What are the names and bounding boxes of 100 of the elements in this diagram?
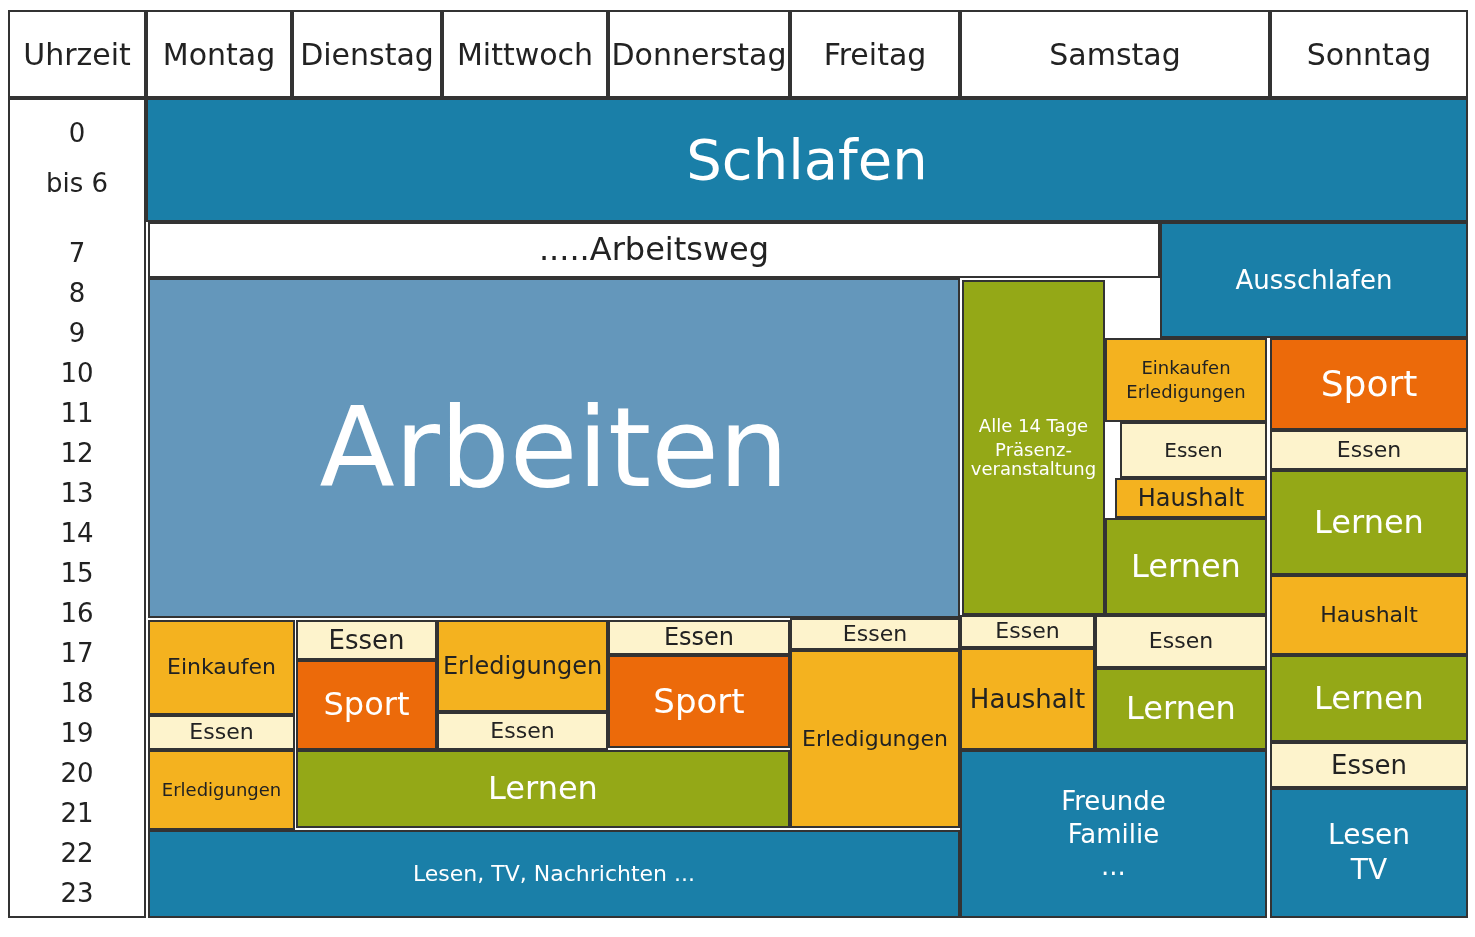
activity-block <box>1270 788 1468 918</box>
hour-label: 0 <box>67 118 87 148</box>
hour-label: 9 <box>67 318 87 348</box>
activity-block <box>1270 575 1468 655</box>
activity-block <box>1095 668 1267 750</box>
activity-label: Freunde <box>1061 787 1166 816</box>
activity-label: Lernen <box>1126 691 1236 727</box>
activity-label: TV <box>1350 855 1388 886</box>
activity-block <box>1115 478 1267 518</box>
activity-label: ... <box>1101 852 1126 881</box>
activity-label: Essen <box>1164 439 1223 461</box>
activity-label: .....Arbeitsweg <box>538 232 770 268</box>
hour-label: 8 <box>67 278 87 308</box>
activity-block <box>437 620 608 712</box>
hour-label: 16 <box>59 598 95 628</box>
activity-label: Lernen <box>1131 548 1241 585</box>
hour-label: 7 <box>67 238 87 268</box>
hour-label: 15 <box>59 558 95 588</box>
activity-block <box>960 648 1095 750</box>
activity-label: Erledigungen <box>161 780 282 800</box>
activity-label: Essen <box>189 720 254 745</box>
activity-block <box>790 650 960 828</box>
column-header: Freitag <box>790 10 960 98</box>
hour-label: 21 <box>59 798 95 828</box>
column-header: Mittwoch <box>442 10 608 98</box>
activity-label: Essen <box>1336 437 1402 463</box>
activity-block <box>790 618 960 650</box>
activity-label: Alle 14 Tage <box>978 415 1089 436</box>
hour-label: 20 <box>59 758 95 788</box>
activity-block <box>148 620 295 715</box>
activity-label: Haushalt <box>969 684 1086 714</box>
activity-label: Essen <box>490 718 555 744</box>
hour-label: 13 <box>59 478 95 508</box>
activity-block <box>148 750 295 830</box>
activity-block <box>148 222 1160 278</box>
hour-label: 12 <box>59 438 95 468</box>
column-header: Uhrzeit <box>8 10 146 98</box>
activity-label: Schlafen <box>686 129 928 191</box>
activity-label: Erledigungen <box>802 726 948 752</box>
hour-label: 10 <box>59 358 95 388</box>
activity-label: Haushalt <box>1320 602 1418 628</box>
activity-label: Essen <box>995 619 1060 644</box>
activity-label: Erledigungen <box>1126 382 1246 402</box>
activity-label: Ausschlafen <box>1235 265 1393 295</box>
activity-block <box>296 750 790 828</box>
activity-label: Lesen <box>1328 820 1410 851</box>
activity-block <box>608 620 790 655</box>
activity-block <box>148 830 960 918</box>
hour-label: 17 <box>59 638 95 668</box>
activity-label: Essen <box>1148 629 1214 654</box>
activity-label: Essen <box>1331 750 1407 780</box>
hour-label: 22 <box>59 838 95 868</box>
activity-label: Lernen <box>1314 504 1424 541</box>
column-header: Dienstag <box>292 10 442 98</box>
activity-label: Sport <box>653 682 745 721</box>
activity-block <box>148 278 960 618</box>
activity-label: Lesen, TV, Nachrichten ... <box>412 861 696 887</box>
activity-label: Familie <box>1067 819 1160 849</box>
hour-label: bis 6 <box>44 168 110 198</box>
activity-label: Lernen <box>1314 680 1424 717</box>
activity-label: Sport <box>1320 364 1418 404</box>
activity-label: Essen <box>328 625 405 655</box>
activity-block <box>296 660 437 750</box>
column-header: Samstag <box>960 10 1270 98</box>
activity-block <box>296 620 437 660</box>
activity-block <box>1270 338 1468 430</box>
hour-label: 19 <box>59 718 95 748</box>
column-header: Montag <box>146 10 292 98</box>
activity-label: Präsenz- veranstaltung <box>969 439 1098 480</box>
hour-label: 23 <box>59 878 95 908</box>
activity-label: Einkaufen <box>1141 358 1231 378</box>
activity-block <box>1270 742 1468 788</box>
activity-label: Essen <box>663 624 735 651</box>
activity-block <box>1270 430 1468 470</box>
activity-block <box>1095 615 1267 668</box>
activity-label: Essen <box>842 621 908 647</box>
activity-block <box>1120 422 1267 478</box>
hour-label: 11 <box>59 398 95 428</box>
activity-block <box>1160 222 1468 338</box>
activity-block <box>148 715 295 750</box>
column-header: Sonntag <box>1270 10 1468 98</box>
hour-label: 18 <box>59 678 95 708</box>
activity-block <box>146 98 1468 222</box>
activity-label: Einkaufen <box>167 655 276 680</box>
activity-block <box>1270 470 1468 575</box>
activity-label: Haushalt <box>1137 484 1245 512</box>
activity-block <box>960 615 1095 648</box>
activity-label: Sport <box>323 687 410 723</box>
activity-block <box>1270 655 1468 742</box>
activity-label: Lernen <box>488 771 598 807</box>
activity-label: Arbeiten <box>319 387 789 509</box>
activity-block <box>1105 518 1267 615</box>
activity-block <box>1105 338 1267 422</box>
activity-block <box>960 750 1267 918</box>
activity-block <box>608 655 790 748</box>
activity-label: Erledigungen <box>442 652 603 680</box>
hour-label: 14 <box>59 518 95 548</box>
activity-block <box>437 712 608 750</box>
activity-block <box>962 280 1105 615</box>
column-header: Donnerstag <box>608 10 790 98</box>
